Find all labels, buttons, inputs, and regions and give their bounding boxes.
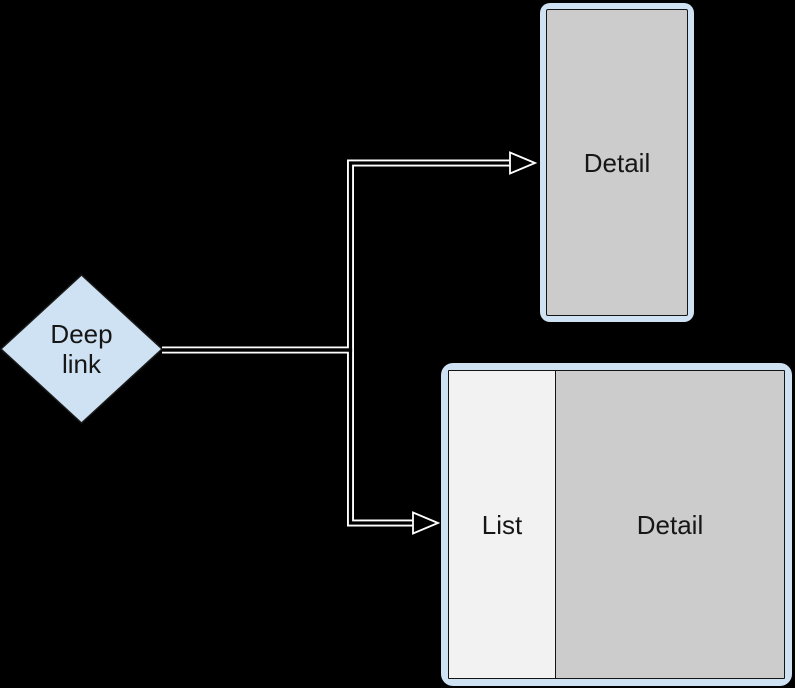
phone-frame: Detail xyxy=(540,3,694,322)
connector-to-phone-casing xyxy=(162,159,511,354)
connector-to-tablet-casing xyxy=(162,346,414,527)
deep-link-label-line1: Deep xyxy=(50,319,113,349)
connector-cores xyxy=(162,161,511,525)
deep-link-diamond-shape xyxy=(0,273,164,425)
phone-detail-label: Detail xyxy=(583,147,651,178)
deep-link-node: Deep link xyxy=(6,275,157,423)
connector-to-phone-core xyxy=(162,161,511,352)
tablet-list-pane: List xyxy=(449,371,556,678)
connector-to-tablet-core xyxy=(162,348,414,525)
arrowhead-to-tablet-icon xyxy=(412,511,441,535)
arrowhead-to-phone-icon xyxy=(509,151,538,175)
tablet-screen: List Detail xyxy=(448,370,785,679)
phone-detail-screen: Detail xyxy=(546,9,688,316)
tablet-list-label: List xyxy=(481,509,523,540)
tablet-detail-pane: Detail xyxy=(556,371,784,678)
tablet-detail-label: Detail xyxy=(636,509,704,540)
tablet-frame: List Detail xyxy=(441,363,792,686)
deep-link-label-line2: link xyxy=(61,349,101,379)
